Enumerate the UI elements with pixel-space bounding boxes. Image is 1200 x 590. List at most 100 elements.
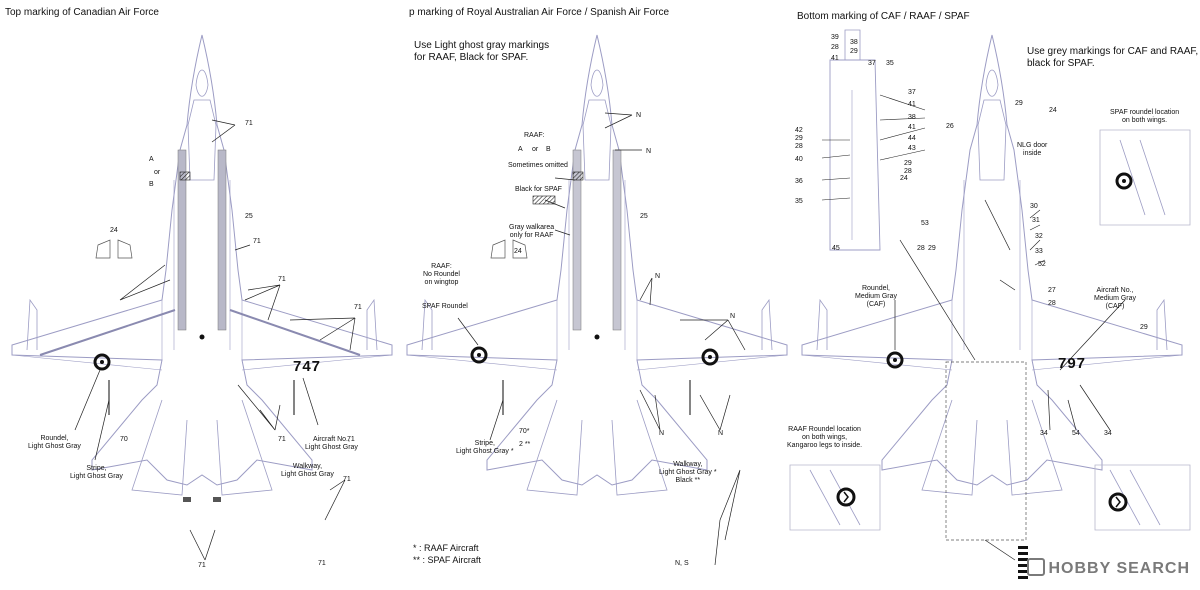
caf-roundel-icon bbox=[886, 351, 904, 369]
spaf-roundel-underwing-icon bbox=[1115, 172, 1133, 190]
fus-num-32: 32 bbox=[1035, 233, 1043, 240]
label-n-3: N bbox=[655, 273, 661, 280]
callout-gray-walk: Gray walkarea only for RAAF bbox=[509, 224, 555, 239]
label-n-2: N bbox=[646, 148, 652, 155]
roundel-icon bbox=[93, 353, 111, 371]
ladder-stripes bbox=[1018, 546, 1028, 579]
callout-roundel-caf: Roundel, Medium Gray (CAF) bbox=[855, 285, 898, 308]
pylon-num-43: 43 bbox=[908, 145, 916, 152]
pylon-num-29-c: 29 bbox=[795, 135, 803, 142]
pylon-num-41: 41 bbox=[831, 55, 839, 62]
label-ns: N, S bbox=[675, 560, 689, 567]
pylon-num-36: 36 bbox=[795, 178, 803, 185]
label-70-raaf: 70* bbox=[519, 428, 530, 435]
callout-aircraft-no-caf: Aircraft No., Medium Gray (CAF) bbox=[1094, 287, 1137, 310]
pylon-num-39: 39 bbox=[831, 34, 839, 41]
label-71-h: 71 bbox=[343, 476, 351, 483]
label-or: or bbox=[154, 169, 161, 176]
label-25-raaf: 25 bbox=[640, 213, 648, 220]
pylon-num-38: 38 bbox=[850, 39, 858, 46]
aircraft-number-797: 797 bbox=[1058, 355, 1087, 372]
fus-num-33: 33 bbox=[1035, 248, 1043, 255]
label-24-raaf: 24 bbox=[514, 248, 522, 255]
panel-title-top-raaf-spaf: p marking of Royal Australian Air Force … bbox=[409, 7, 670, 18]
legend-raaf: * : RAAF Aircraft bbox=[413, 543, 479, 553]
label-n-1: N bbox=[636, 112, 642, 119]
label-2-spaf: 2 ** bbox=[519, 441, 531, 448]
legend-spaf: ** : SPAF Aircraft bbox=[413, 555, 481, 565]
fus-num-54: 54 bbox=[1072, 430, 1080, 437]
callout-roundel: Roundel, Light Ghost Gray bbox=[28, 435, 81, 450]
callout-walkway: Walkway, Light Ghost Gray bbox=[281, 463, 334, 478]
pylon-num-41-b: 41 bbox=[908, 101, 916, 108]
label-n-6: N bbox=[718, 430, 724, 437]
callout-spaf-roundel-loc: SPAF roundel location on both wings. bbox=[1110, 109, 1180, 124]
fus-num-30: 30 bbox=[1030, 203, 1038, 210]
label-25: 25 bbox=[245, 213, 253, 220]
fus-num-34-b: 34 bbox=[1104, 430, 1112, 437]
fus-num-29-b: 29 bbox=[1140, 324, 1148, 331]
callout-black-spaf: Black for SPAF bbox=[515, 186, 562, 193]
fus-num-31: 31 bbox=[1032, 217, 1040, 224]
pylon-num-37: 37 bbox=[868, 60, 876, 67]
fus-num-53: 53 bbox=[921, 220, 929, 227]
pylon-num-29: 29 bbox=[850, 48, 858, 55]
pylon-num-45: 45 bbox=[832, 245, 840, 252]
fus-num-28: 28 bbox=[1048, 300, 1056, 307]
hobby-search-watermark: HOBBY SEARCH bbox=[1026, 558, 1191, 578]
hobby-search-logo-icon bbox=[1026, 558, 1045, 576]
spaf-roundel-left-icon bbox=[470, 346, 488, 364]
pylon-num-29-b: 29 bbox=[904, 160, 912, 167]
pylon-num-37-b: 37 bbox=[908, 89, 916, 96]
label-a-raaf: A bbox=[518, 146, 523, 153]
label-71-f: 71 bbox=[347, 436, 355, 443]
label-24: 24 bbox=[110, 227, 118, 234]
label-24-bottom: 24 bbox=[900, 175, 908, 182]
callout-sometimes-omitted: Sometimes omitted bbox=[508, 162, 568, 169]
pylon-num-35: 35 bbox=[886, 60, 894, 67]
pylon-num-35-b: 35 bbox=[795, 198, 803, 205]
label-70: 70 bbox=[120, 436, 128, 443]
label-b-raaf: B bbox=[546, 146, 551, 153]
label-b: B bbox=[149, 181, 154, 188]
callout-stripe-raaf: Stripe, Light Ghost Gray * bbox=[456, 440, 514, 455]
label-a: A bbox=[149, 156, 154, 163]
note-bottom: Use grey markings for CAF and RAAF, blac… bbox=[1027, 46, 1199, 69]
callout-raaf-roundel-loc: RAAF Roundel location on both wings, Kan… bbox=[787, 426, 863, 449]
label-71-a: 71 bbox=[245, 120, 253, 127]
aircraft-number-747: 747 bbox=[293, 358, 322, 375]
panel-top-raaf-spaf bbox=[406, 34, 788, 566]
panel-title-bottom: Bottom marking of CAF / RAAF / SPAF bbox=[797, 11, 970, 22]
pylon-num-28-c: 28 bbox=[795, 143, 803, 150]
label-71-e: 71 bbox=[278, 436, 286, 443]
raaf-roundel-right-icon bbox=[1108, 492, 1128, 512]
pylon-num-28-b: 28 bbox=[904, 168, 912, 175]
label-n-5: N bbox=[659, 430, 665, 437]
callout-no-roundel: RAAF: No Roundel on wingtop bbox=[423, 263, 460, 286]
label-71-d: 71 bbox=[354, 304, 362, 311]
note-raaf-spaf: Use Light ghost gray markings for RAAF, … bbox=[414, 40, 550, 63]
callout-walkway-raaf: Walkway, Light Ghost Gray * Black ** bbox=[659, 461, 717, 484]
panel-title-top-caf: Top marking of Canadian Air Force bbox=[5, 7, 159, 18]
raaf-roundel-left-icon bbox=[836, 487, 856, 507]
label-71-i: 71 bbox=[318, 560, 326, 567]
fus-num-27: 27 bbox=[1048, 287, 1056, 294]
label-26: 26 bbox=[946, 123, 954, 130]
callout-aircraft-no: Aircraft No., Light Ghost Gray bbox=[305, 436, 358, 451]
pylon-num-38-b: 38 bbox=[908, 114, 916, 121]
fus-num-28-b: 28 bbox=[917, 245, 925, 252]
callout-spaf-roundel: SPAF Roundel bbox=[422, 303, 468, 310]
pylon-num-28: 28 bbox=[831, 44, 839, 51]
label-71-c: 71 bbox=[278, 276, 286, 283]
pylon-num-42: 42 bbox=[795, 127, 803, 134]
pylon-num-41-c: 41 bbox=[908, 124, 916, 131]
label-raaf: RAAF: bbox=[524, 132, 545, 139]
watermark-text: HOBBY SEARCH bbox=[1048, 560, 1190, 577]
pylon-num-44: 44 bbox=[908, 135, 916, 142]
label-n-4: N bbox=[730, 313, 736, 320]
label-71-b: 71 bbox=[253, 238, 261, 245]
fus-num-34: 34 bbox=[1040, 430, 1048, 437]
label-24-bottom-b: 24 bbox=[1049, 107, 1057, 114]
callout-stripe: Stripe, Light Ghost Gray bbox=[70, 465, 123, 480]
